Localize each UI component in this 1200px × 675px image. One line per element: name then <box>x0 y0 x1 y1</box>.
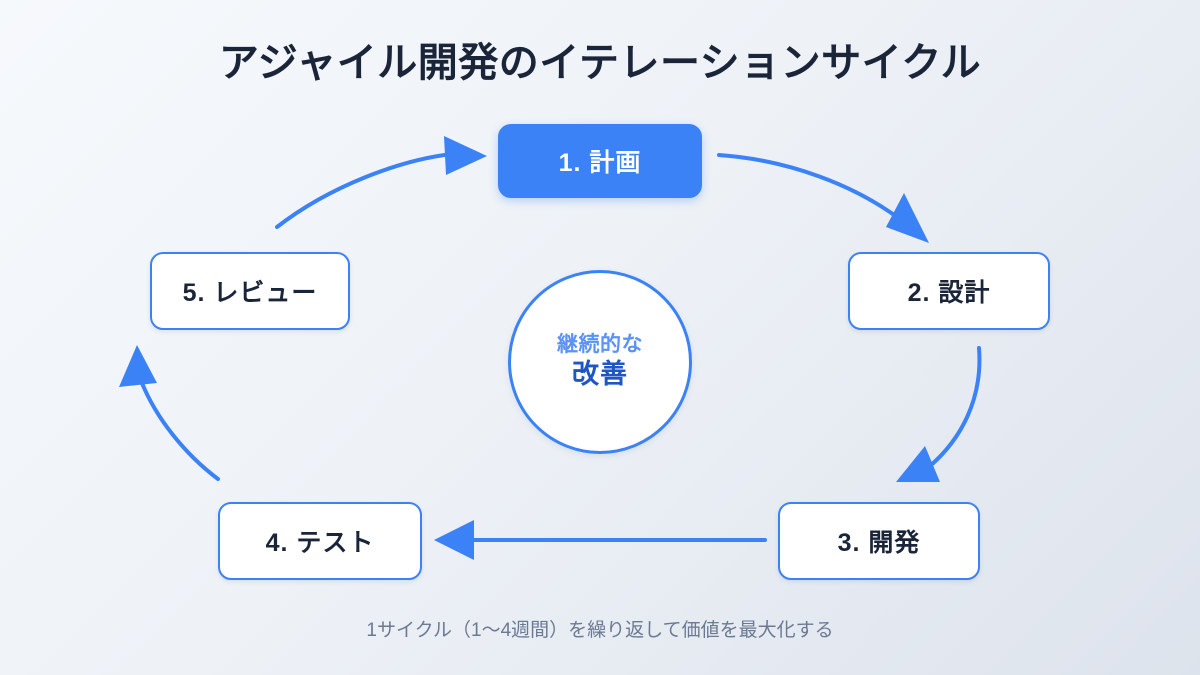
center-label-line-2: 改善 <box>572 359 628 390</box>
node-plan[interactable]: 1. 計画 <box>498 124 702 198</box>
node-test[interactable]: 4. テスト <box>218 502 422 580</box>
arrow-review-to-plan <box>275 136 487 229</box>
node-development[interactable]: 3. 開発 <box>778 502 980 580</box>
arrow-design-to-dev <box>896 346 982 482</box>
node-review[interactable]: 5. レビュー <box>150 252 350 330</box>
arrow-dev-to-test <box>434 520 767 560</box>
node-design-label: 2. 設計 <box>907 279 991 307</box>
page-title: アジャイル開発のイテレーションサイクル <box>218 41 982 85</box>
center-label-line-1: 継続的な <box>557 333 643 356</box>
node-design[interactable]: 2. 設計 <box>848 252 1050 330</box>
node-test-label: 4. テスト <box>265 529 375 557</box>
node-plan-label: 1. 計画 <box>558 149 642 177</box>
node-development-label: 3. 開発 <box>837 529 921 557</box>
arrow-test-to-review <box>119 345 220 481</box>
footer-caption: 1サイクル（1〜4週間）を繰り返して価値を最大化する <box>366 620 834 641</box>
node-review-label: 5. レビュー <box>182 279 318 307</box>
center-circle-continuous-improvement: 継続的な 改善 <box>508 270 692 454</box>
arrow-plan-to-design <box>717 153 929 243</box>
